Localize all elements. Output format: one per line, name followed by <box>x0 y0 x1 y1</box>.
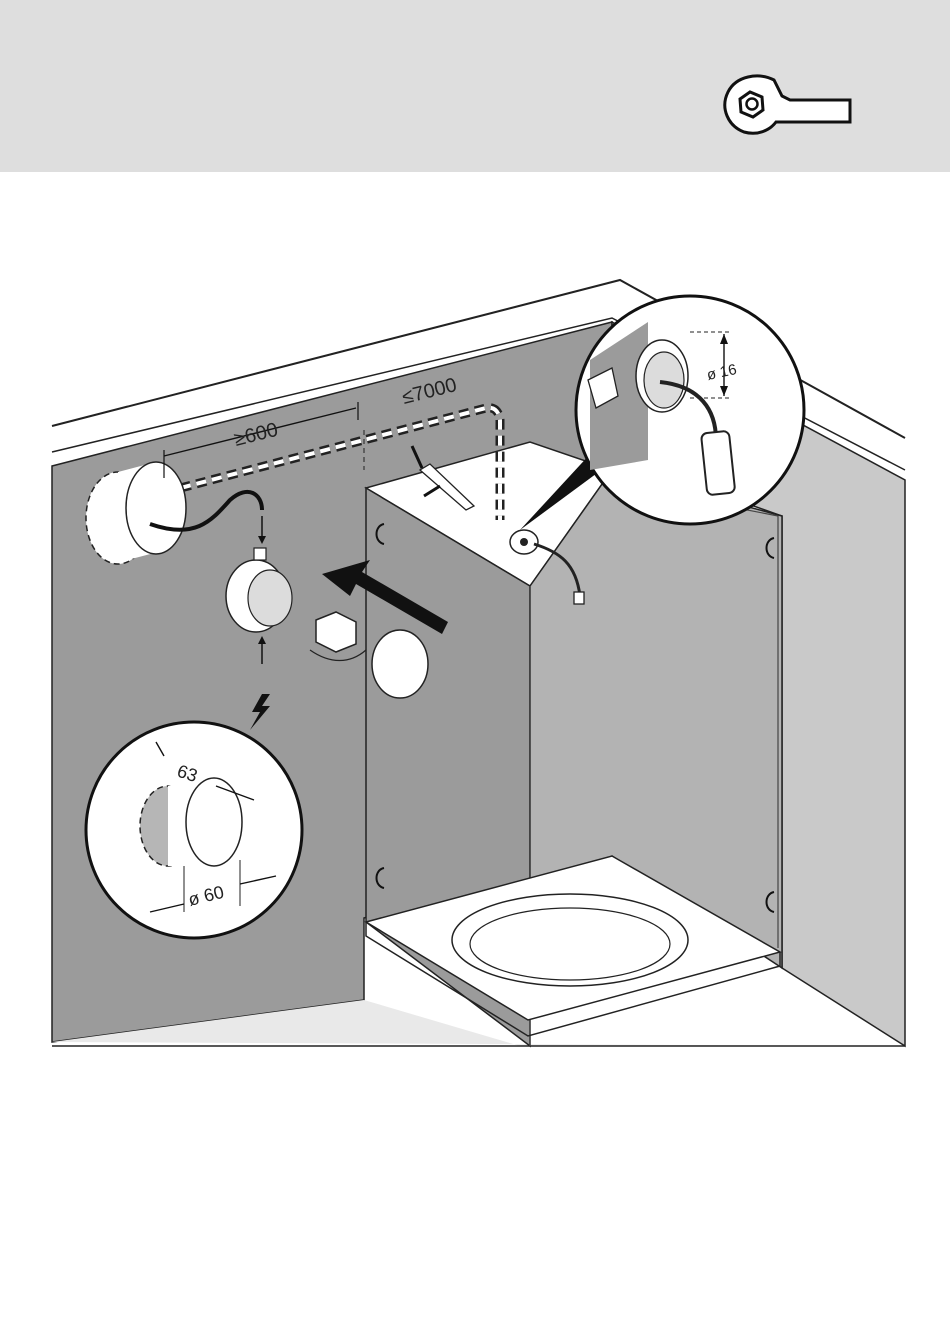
detail-cable-entry <box>576 296 804 524</box>
flush-box <box>126 462 186 554</box>
cover-plate <box>372 630 428 698</box>
tray-drain-inner <box>470 908 670 980</box>
